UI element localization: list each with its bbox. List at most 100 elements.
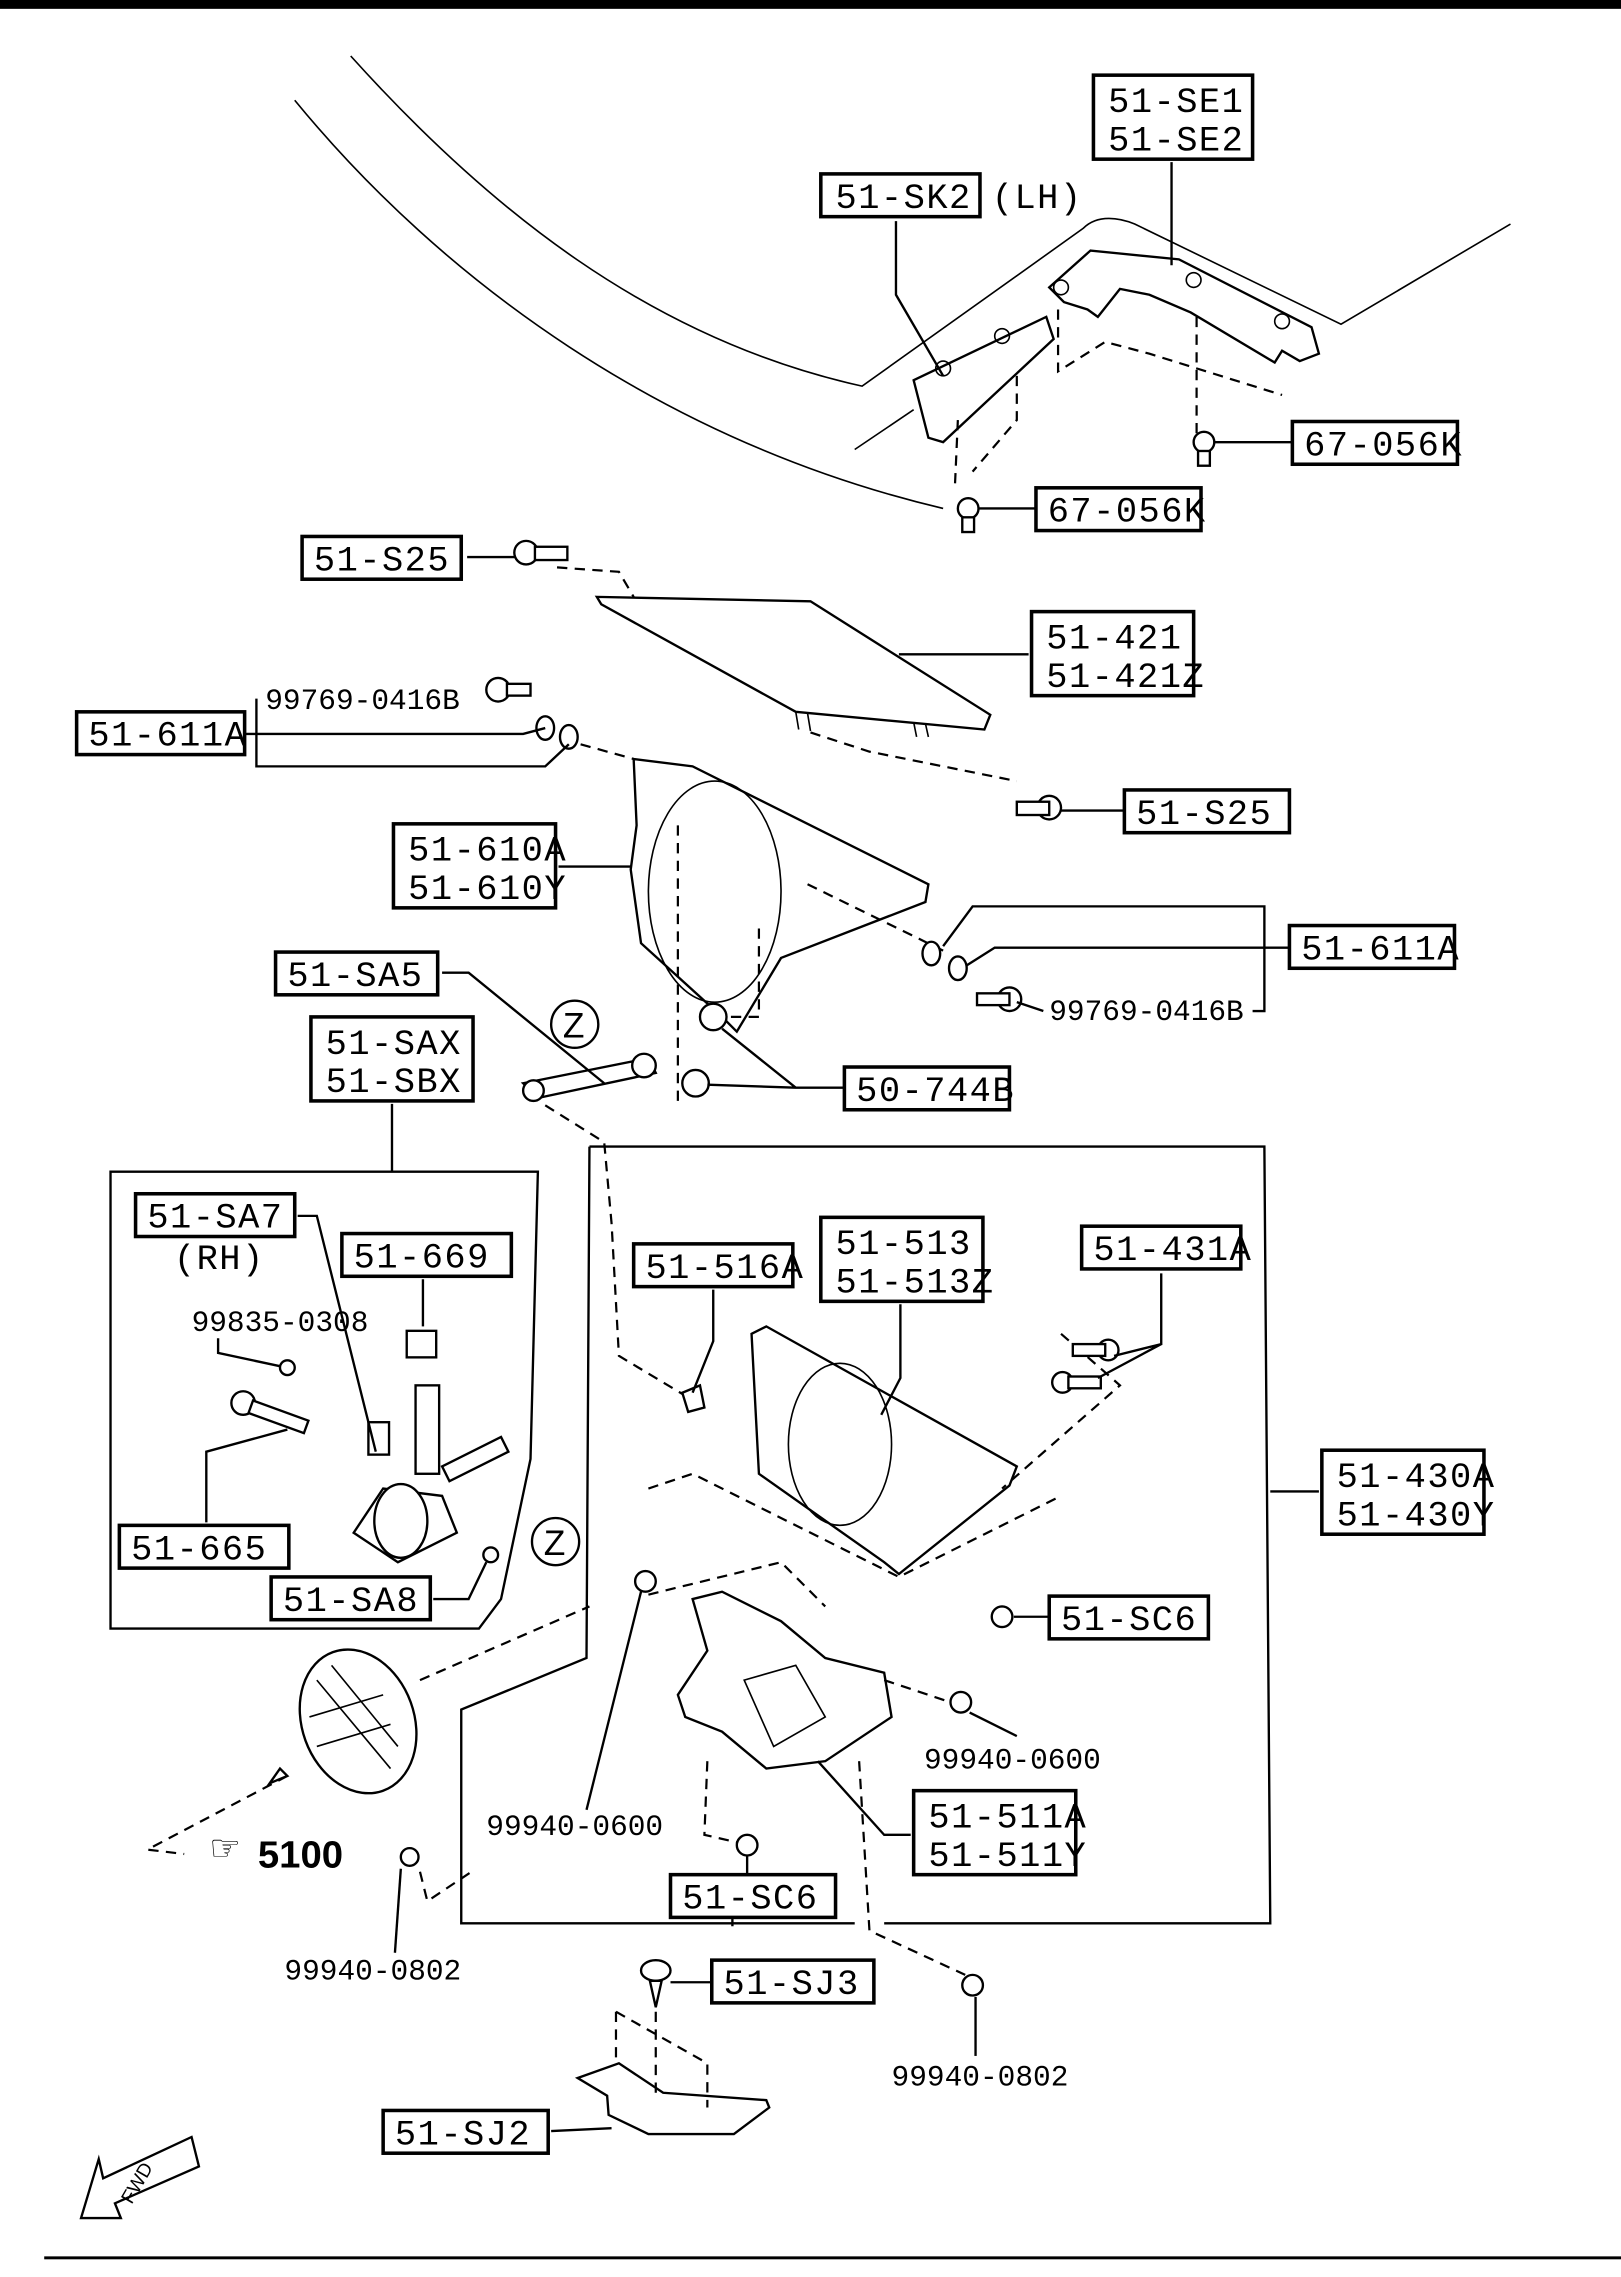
part-number-label: 67-056K <box>1304 426 1463 466</box>
body-panel-outline <box>294 55 1511 510</box>
plate-sj2-part <box>574 2010 771 2136</box>
label-box-sa5[interactable] <box>273 950 440 997</box>
leader-dash <box>703 1761 738 1844</box>
label-box-611a[interactable] <box>1287 923 1457 971</box>
part-number-label[interactable]: 99769-0416B <box>265 684 460 718</box>
motor-sa7-part <box>230 1329 581 1567</box>
part-number-label: 51-S25 <box>314 541 450 581</box>
label-box-se[interactable] <box>1091 73 1255 161</box>
part-number-label: 51-431A <box>1093 1231 1252 1271</box>
part-number-label: 51-SA5 <box>287 957 423 997</box>
part-number-label: 51-SE1 <box>1108 83 1244 123</box>
shroud-610-part <box>629 757 944 1106</box>
part-number-label: 51-421 <box>1046 619 1182 659</box>
part-number-label: 51-511A <box>928 1798 1087 1838</box>
part-number-label: 51-S25 <box>1136 795 1272 835</box>
label-box-sa7[interactable] <box>133 1191 297 1239</box>
bottom-rule <box>44 2256 1621 2260</box>
label-box-sj2[interactable] <box>381 2108 550 2155</box>
label-box-sax[interactable] <box>309 1015 475 1103</box>
part-number-label: 51-611A <box>1301 930 1460 970</box>
part-number-label[interactable]: 99940-0802 <box>284 1954 461 1988</box>
headlamp-part <box>143 1605 590 1856</box>
label-box-610[interactable] <box>391 822 558 910</box>
part-number-label: 51-516A <box>645 1249 804 1289</box>
label-box-421[interactable] <box>1029 609 1196 698</box>
screw-s25-icon <box>513 539 1063 821</box>
bracket-assembly-frame <box>460 1145 1272 1925</box>
bracket-sk2-part <box>912 315 1056 487</box>
part-number-label: 51-665 <box>131 1530 267 1570</box>
label-box-s25[interactable] <box>300 534 464 581</box>
part-number-label: 51-SC6 <box>682 1880 818 1920</box>
label-box-sa8[interactable] <box>269 1575 433 1622</box>
part-number-label: 51-513Z <box>836 1264 995 1304</box>
part-number-label: 51-511Y <box>928 1837 1087 1877</box>
nut-icon <box>399 1605 1014 1997</box>
part-number-label: 51-669 <box>354 1238 490 1278</box>
part-number-label: 51-610Y <box>408 870 567 910</box>
part-number-label: 51-610A <box>408 832 567 872</box>
part-number-label: 51-SJ2 <box>395 2115 531 2155</box>
top-rule <box>0 0 1621 9</box>
grommet-744b-icon <box>681 1002 728 1098</box>
callout-z-label: Z <box>544 1524 566 1563</box>
part-number-label: 51-430A <box>1337 1458 1496 1498</box>
bracket-511-part <box>633 1560 893 1770</box>
label-box-669[interactable] <box>340 1231 514 1279</box>
clip-sj3-icon <box>639 1958 672 2008</box>
part-number-label: 67-056K <box>1048 493 1207 533</box>
leader-dash <box>883 1679 951 1704</box>
part-number-label: 51-SK2 <box>836 179 972 219</box>
plate-513-part <box>648 1325 1122 1579</box>
callout-z-icon <box>530 1516 581 1567</box>
rod-sa5-part <box>520 999 694 1402</box>
svg-text:FWD: FWD <box>118 2159 158 2207</box>
part-number-label: 51-421Z <box>1046 658 1205 698</box>
screw-washer-right-icon <box>921 940 1023 1013</box>
part-number-label: 51-SC6 <box>1061 1601 1197 1641</box>
part-number-label: 51-611A <box>88 717 247 757</box>
callout-z-label: Z <box>563 1007 585 1046</box>
part-number-label: 51-SJ3 <box>724 1965 860 2005</box>
part-number-label[interactable]: 99940-0802 <box>892 2060 1069 2094</box>
part-number-label[interactable]: 99835-0308 <box>192 1306 369 1340</box>
motor-assembly-frame <box>109 1170 540 1630</box>
bolt-431a-icon <box>1050 1338 1120 1394</box>
bracket-se-part <box>1047 249 1321 440</box>
part-number-label: 50-744B <box>856 1072 1015 1112</box>
side-note-label: (LH) <box>992 179 1083 219</box>
label-box-665[interactable] <box>117 1523 291 1570</box>
part-number-label[interactable]: 99940-0600 <box>924 1744 1101 1778</box>
screw-washer-left-icon <box>485 676 634 761</box>
clip-67-056k-icon <box>956 430 1216 534</box>
part-number-label[interactable]: 99940-0600 <box>486 1810 663 1844</box>
leader-dash <box>858 1761 966 1976</box>
label-box-516a[interactable] <box>631 1242 795 1289</box>
label-box-67-056k[interactable] <box>1290 419 1460 467</box>
label-box-511[interactable] <box>911 1788 1078 1877</box>
reference-page-link[interactable]: 5100 <box>258 1833 343 1876</box>
callout-z-icon <box>549 999 600 1050</box>
part-number-label: 51-SA8 <box>283 1582 419 1622</box>
part-number-label[interactable]: 99769-0416B <box>1049 995 1244 1029</box>
part-number-label: 51-513 <box>836 1225 972 1265</box>
part-number-label: 51-SA7 <box>147 1199 283 1239</box>
fwd-arrow-icon: FWD <box>79 2135 201 2220</box>
label-box-67-056k[interactable] <box>1034 486 1203 533</box>
label-box-430[interactable] <box>1320 1448 1486 1536</box>
label-box-513[interactable] <box>819 1215 985 1304</box>
cover-421-part <box>556 566 1018 783</box>
side-note-label: (RH) <box>174 1240 265 1280</box>
label-box-sc6[interactable] <box>668 1872 838 1920</box>
part-number-label: 51-SE2 <box>1108 121 1244 161</box>
label-box-s25[interactable] <box>1122 788 1292 835</box>
part-number-label: 51-SBX <box>326 1063 462 1103</box>
label-box-sk2[interactable] <box>819 172 982 219</box>
part-number-label: 51-430Y <box>1337 1496 1496 1536</box>
label-box-431a[interactable] <box>1079 1224 1243 1271</box>
pointing-hand-icon: ☞ <box>209 1829 241 1868</box>
part-number-label: 51-SAX <box>326 1025 462 1065</box>
